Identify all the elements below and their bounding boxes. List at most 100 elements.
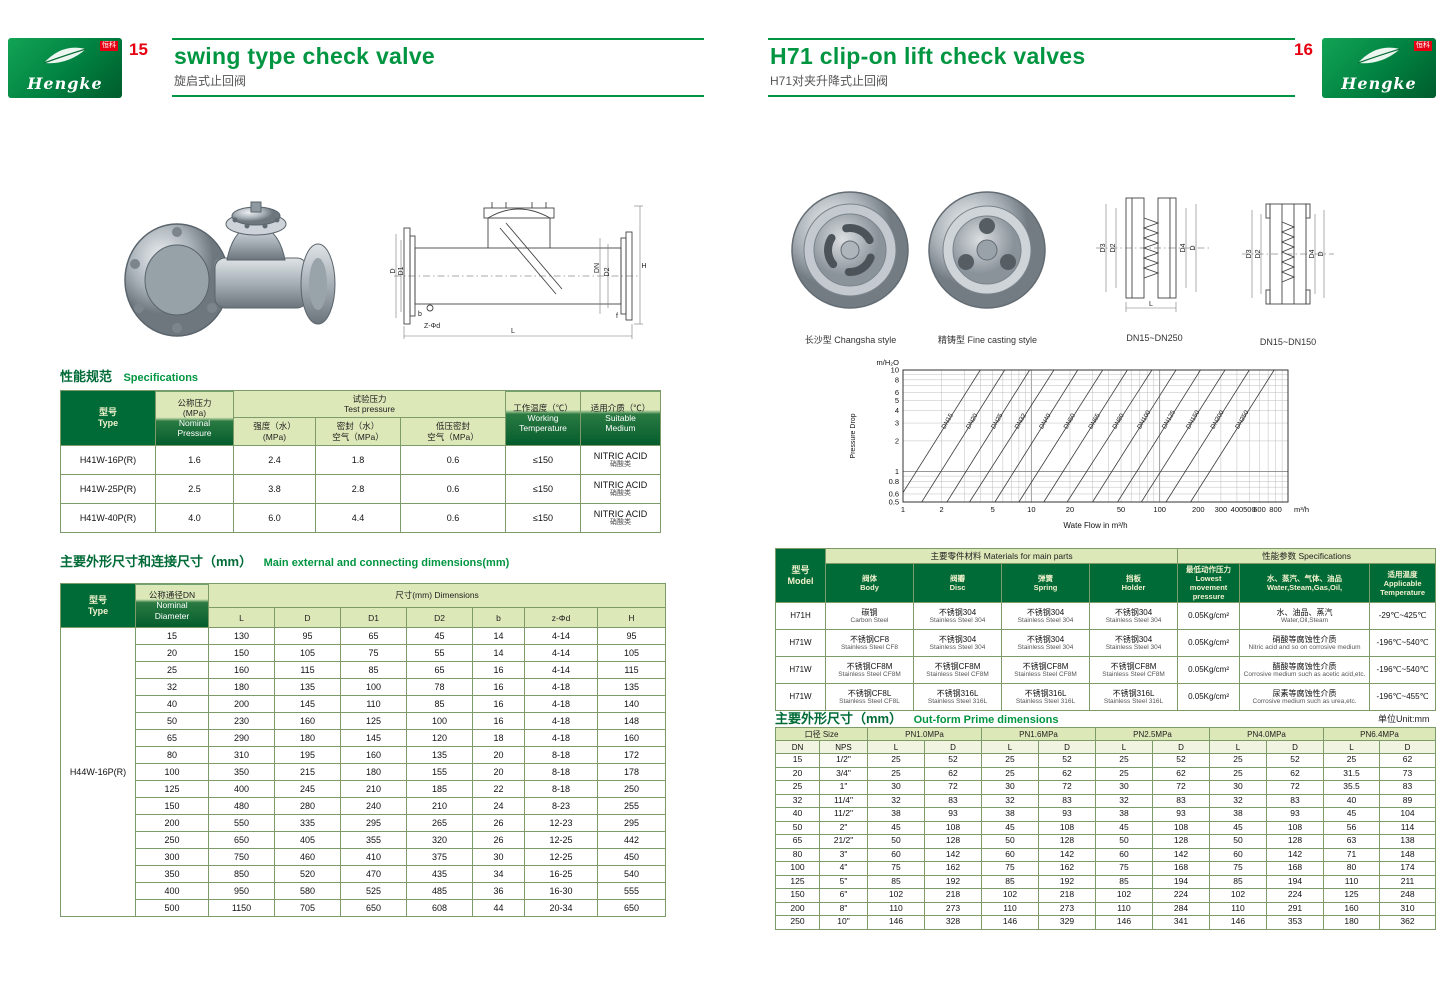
table-cell: 65 xyxy=(340,627,407,645)
table-cell: 128 xyxy=(924,834,983,849)
dim-label-d4: D4 xyxy=(1309,249,1316,258)
col-header-b: b xyxy=(472,607,525,628)
brand-cn-badge: 恒科 xyxy=(1414,41,1432,51)
table-cell: -29℃~425℃ xyxy=(1369,602,1437,630)
col-header-size: 口径 Size xyxy=(774,727,869,741)
table-cell: 160 xyxy=(597,729,666,747)
drawing-caption-dn15-150: DN15~DN150 xyxy=(1259,337,1317,347)
table-cell: 14 xyxy=(472,627,525,645)
table-cell: 550 xyxy=(208,814,275,832)
dim-label-b: b xyxy=(418,311,422,318)
table-cell: 0.6 xyxy=(399,503,507,533)
table-cell: 12-23 xyxy=(524,814,598,832)
table-cell: 75 xyxy=(1209,861,1268,876)
table-cell: 45 xyxy=(406,627,473,645)
table-cell: 180 xyxy=(340,763,407,781)
table-cell: 110 xyxy=(1323,874,1381,889)
table-cell: 75 xyxy=(1095,861,1154,876)
table-cell: 52 xyxy=(1038,753,1097,768)
table-cell: 192 xyxy=(1038,874,1097,889)
svg-text:1: 1 xyxy=(895,467,899,476)
col-header-L: L xyxy=(208,607,275,628)
photo-caption-changsha: 长沙型 Changsha style xyxy=(804,335,897,345)
table-cell: 40 xyxy=(1323,793,1381,808)
svg-text:600: 600 xyxy=(1253,505,1266,514)
table-cell: 55 xyxy=(406,644,473,662)
table-cell: 50 xyxy=(1209,834,1268,849)
table-cell: 185 xyxy=(406,780,473,798)
table-cell: 100 xyxy=(775,861,820,876)
table-cell: 284 xyxy=(1152,901,1211,916)
dim-label-d4: D4 xyxy=(1180,243,1187,252)
table-cell: 30 xyxy=(472,848,525,866)
col-header-D: D xyxy=(924,740,983,754)
table-cell: 25 xyxy=(1323,753,1381,768)
table-cell: 16-30 xyxy=(524,882,598,900)
table-cell: 520 xyxy=(274,865,341,883)
table-cell: -196℃~540℃ xyxy=(1369,629,1437,657)
table-cell: 45 xyxy=(867,820,926,835)
heading-cn: 主要外形尺寸（mm） xyxy=(775,711,903,726)
brand-logo: 恒科 Hengke xyxy=(8,38,122,98)
table-cell: 480 xyxy=(208,797,275,815)
table-cell: 0.6 xyxy=(399,474,507,504)
table-cell: 128 xyxy=(1038,834,1097,849)
table-cell: 6.0 xyxy=(233,503,316,533)
table-cell: 45 xyxy=(1095,820,1154,835)
brand-name: Hengke xyxy=(1341,74,1417,93)
table-cell: 4" xyxy=(818,861,869,876)
table-cell: 1" xyxy=(818,780,869,795)
table-cell: 45 xyxy=(1323,807,1381,822)
table-cell: 102 xyxy=(867,888,926,903)
table-cell: 16-25 xyxy=(524,865,598,883)
left-page-subtitle: 旋启式止回阀 xyxy=(174,74,247,88)
svg-text:6: 6 xyxy=(895,388,899,397)
table-cell: 52 xyxy=(1266,753,1325,768)
svg-text:400: 400 xyxy=(1231,505,1244,514)
table-cell: 128 xyxy=(1266,834,1325,849)
table-cell: 93 xyxy=(924,807,983,822)
col-header-L: L xyxy=(981,740,1040,754)
table-cell: 211 xyxy=(1379,874,1437,889)
svg-text:DN65: DN65 xyxy=(1087,412,1102,430)
table-cell: 102 xyxy=(1209,888,1268,903)
table-cell: 110 xyxy=(1095,901,1154,916)
table-cell: 291 xyxy=(1266,901,1325,916)
table-cell: 194 xyxy=(1152,874,1211,889)
drawing-caption-dn15-250: DN15~DN250 xyxy=(1126,333,1183,343)
table-cell: 240 xyxy=(340,797,407,815)
col-header-dn: DN xyxy=(775,740,820,754)
table-cell: 195 xyxy=(274,746,341,764)
svg-text:0.6: 0.6 xyxy=(889,489,899,498)
table-cell: 22 xyxy=(472,780,525,798)
table-cell: 160 xyxy=(1323,901,1381,916)
col-header-L: L xyxy=(1095,740,1154,754)
table-cell: 45 xyxy=(981,820,1040,835)
col-header-nominal-pressure: 公称压力 (MPa)Nominal Pressure xyxy=(155,390,234,446)
table-cell: 470 xyxy=(340,865,407,883)
table-cell: 146 xyxy=(1209,915,1268,930)
wafer-valve-photo-fine-casting xyxy=(928,191,1046,309)
col-header-pn16: PN1.6MPa xyxy=(981,727,1097,741)
table-cell: 273 xyxy=(1038,901,1097,916)
dim-label-f: f xyxy=(616,313,618,320)
table-cell: 174 xyxy=(1379,861,1437,876)
table-cell: 353 xyxy=(1266,915,1325,930)
table-cell: 350 xyxy=(135,865,209,883)
table-cell: 3" xyxy=(818,847,869,862)
table-cell: 650 xyxy=(597,899,666,917)
table-cell: 250 xyxy=(135,831,209,849)
table-cell: 30 xyxy=(1095,780,1154,795)
right-page-title: H71 clip-on lift check valves xyxy=(770,43,1086,69)
col-header-suitable-medium: 适用介质（℃）Suitable Medium xyxy=(580,390,662,446)
table-cell: 31.5 xyxy=(1323,766,1381,781)
